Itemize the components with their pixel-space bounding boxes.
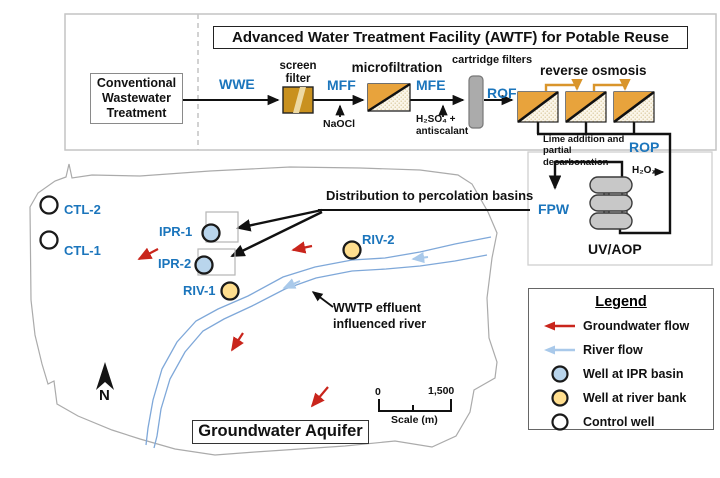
well-ipr-1 — [201, 223, 221, 243]
scale-end: 1,500 — [428, 385, 455, 397]
well-riv-1 — [220, 281, 240, 301]
stream-rof: ROF — [487, 85, 517, 101]
screen-filter-label: screen filter — [279, 60, 317, 86]
well-label-ctl-2: CTL-2 — [64, 202, 101, 217]
scale-start: 0 — [375, 386, 381, 398]
distribution-lines — [230, 208, 530, 258]
legend-item-river-flow: River flow — [529, 338, 713, 362]
well-label-ctl-1: CTL-1 — [64, 243, 101, 258]
distribution-label: Distribution to percolation basins — [326, 188, 534, 203]
microfiltration-icon — [367, 82, 411, 113]
ro-permeate-line — [536, 122, 672, 235]
stream-mfe: MFE — [416, 77, 446, 93]
legend-item-ipr-well: Well at IPR basin — [529, 362, 713, 386]
reverse-osmosis-label: reverse osmosis — [540, 63, 647, 78]
well-ipr-2 — [194, 255, 214, 275]
h2o2-label: H₂O₂ — [632, 165, 656, 176]
cartridge-filters-label: cartridge filters — [452, 54, 533, 66]
legend-item-control-well: Control well — [529, 410, 713, 434]
scale-bar — [378, 399, 452, 412]
legend-item-groundwater-flow: Groundwater flow — [529, 314, 713, 338]
river-flow-arrow — [282, 278, 301, 289]
awtf-title: Advanced Water Treatment Facility (AWTF)… — [213, 26, 688, 49]
wwtp-river-label: WWTP effluent influenced river — [333, 301, 427, 331]
awtf-outer-box — [64, 13, 717, 151]
stream-rop: ROP — [629, 139, 660, 155]
wells — [39, 195, 362, 301]
well-label-riv-1: RIV-1 — [183, 283, 216, 298]
cartridge-filter-icon — [468, 75, 484, 129]
conventional-treatment-box: Conventional Wastewater Treatment — [90, 73, 183, 124]
lime-addition-label: Lime addition and partial decarbonation — [543, 134, 625, 168]
aquifer-outline — [29, 163, 498, 456]
legend-item-river-well: Well at river bank — [529, 386, 713, 410]
screen-filter-icon — [282, 86, 314, 114]
aquifer-label-box: Groundwater Aquifer — [192, 420, 369, 444]
well-ctl-2 — [39, 195, 59, 215]
legend-title: Legend — [595, 294, 647, 310]
well-label-riv-2: RIV-2 — [362, 232, 395, 247]
river-flow-arrow — [411, 251, 429, 264]
uv-aop-label: UV/AOP — [588, 241, 642, 257]
naocl-label: NaOCl — [323, 118, 356, 130]
river-flow-arrow-icon — [537, 343, 583, 357]
compass-label: N — [99, 387, 110, 404]
north-arrow-icon — [96, 362, 114, 390]
fpw-line — [548, 160, 624, 190]
legend: Legend Groundwater flow River flow Well … — [528, 288, 714, 431]
river-well-icon — [537, 388, 583, 408]
ipr-well-icon — [537, 364, 583, 384]
uv-reactor-icon — [589, 176, 633, 230]
well-label-ipr-2: IPR-2 — [158, 256, 192, 271]
stream-wwe: WWE — [219, 76, 255, 92]
stream-mff: MFF — [327, 77, 356, 93]
well-ctl-1 — [39, 230, 59, 250]
groundwater-flow-arrow-icon — [537, 319, 583, 333]
process-flow-lines — [183, 94, 672, 235]
scale-caption: Scale (m) — [391, 414, 438, 426]
wwtp-river-pointer — [311, 291, 334, 308]
river-lines — [145, 236, 492, 449]
well-label-ipr-1: IPR-1 — [159, 224, 193, 239]
h2so4-label: H₂SO₄ + antiscalant — [416, 114, 469, 137]
microfiltration-label: microfiltration — [351, 60, 443, 75]
control-well-icon — [537, 412, 583, 432]
well-riv-2 — [342, 240, 362, 260]
stream-fpw: FPW — [538, 201, 570, 217]
reverse-osmosis-icons — [517, 78, 655, 124]
groundwater-flow-arrows — [137, 241, 329, 408]
